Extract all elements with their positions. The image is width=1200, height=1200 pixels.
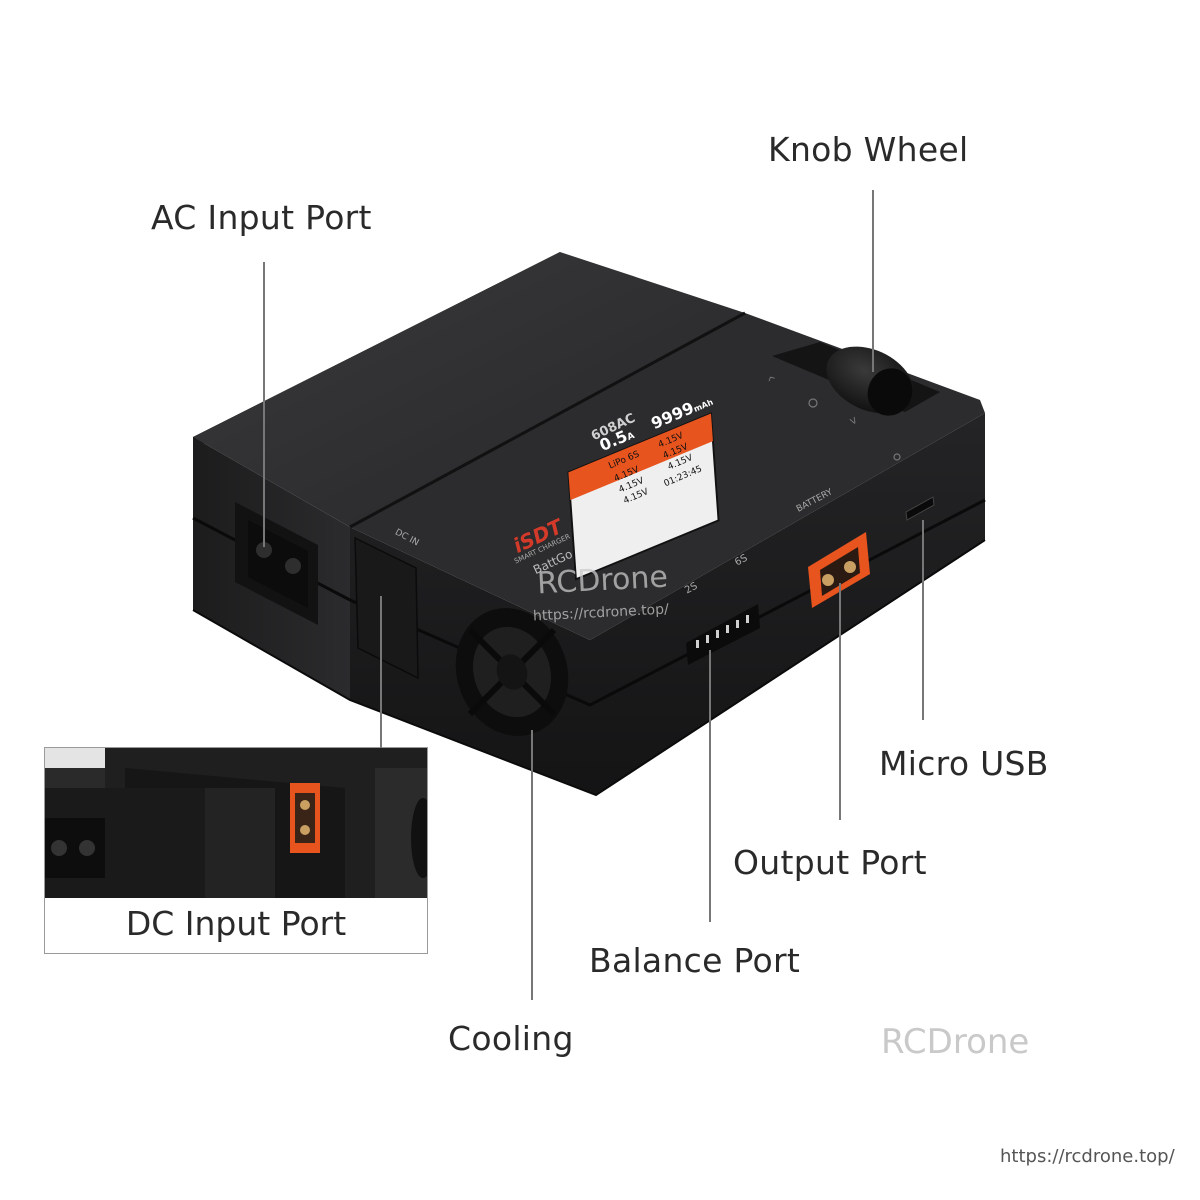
- ac-input-port-leader: [263, 262, 265, 547]
- display-current: 0.5: [596, 426, 631, 455]
- footer-url: https://rcdrone.top/: [1000, 1146, 1175, 1167]
- cooling-leader: [531, 730, 533, 1000]
- micro-usb-port: [905, 496, 935, 521]
- knob-wheel-label: Knob Wheel: [768, 130, 969, 169]
- balance-port: [686, 604, 760, 665]
- display-capacity-unit: mAh: [692, 397, 715, 414]
- micro-usb-leader: [922, 520, 924, 720]
- micro-usb-label: Micro USB: [879, 744, 1049, 783]
- bottom-right-watermark: RCDrone: [881, 1022, 1030, 1062]
- dc-input-port-label: DC Input Port: [125, 904, 347, 943]
- device-top-lid: [193, 252, 745, 527]
- ac-input-port-label: AC Input Port: [151, 198, 372, 237]
- balance-port-label: Balance Port: [589, 941, 801, 980]
- output-port-label: Output Port: [733, 843, 927, 882]
- output-port-leader: [839, 583, 841, 820]
- cooling-label: Cooling: [448, 1019, 574, 1058]
- dc-input-inset: DC Input Port: [44, 747, 428, 954]
- balance-port-leader: [709, 650, 711, 922]
- dc-input-port-leader: [380, 596, 382, 748]
- knob-wheel-leader: [872, 190, 874, 372]
- center-watermark-name: RCDrone: [536, 559, 669, 602]
- dc-input-closeup: [45, 748, 427, 898]
